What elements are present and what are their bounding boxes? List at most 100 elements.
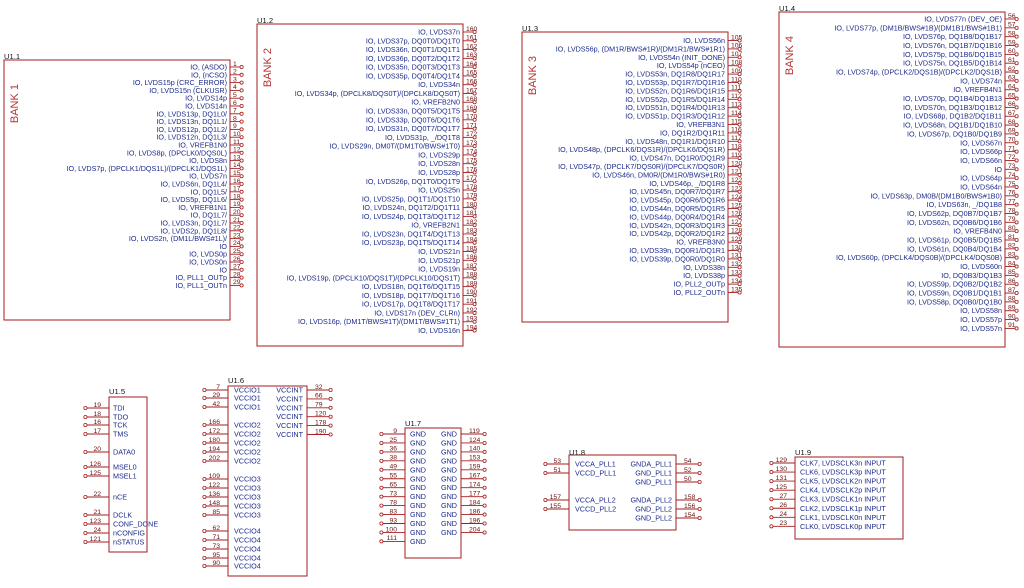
pin-118[interactable]: IO, LVDS48p, (DPCLK6/DQS1R)/(DPCLK6/DQS1… <box>558 144 742 155</box>
pin-8[interactable]: IO, LVDS13n, DQ1L1/8 <box>156 115 244 126</box>
pin-56[interactable]: IO, LVDS77n (DEV_OE)56 <box>924 13 1019 24</box>
pin-108[interactable]: IO, LVDS54p (nCEO)108 <box>657 60 743 71</box>
component-body[interactable] <box>568 454 677 531</box>
component-body[interactable] <box>3 59 231 321</box>
pin-192[interactable]: IO, LVDS17n (DEV_CLRn)192 <box>374 307 477 318</box>
pin-4[interactable]: IO, LVDS15n (CLKUSR)4 <box>149 84 244 95</box>
component-body[interactable] <box>227 385 308 577</box>
pin-107[interactable]: IO, LVDS54n (INIT_DONE)107 <box>638 51 742 62</box>
pin-106[interactable]: IO, LVDS56p, (DM1R/BWS#1R)/(DM1R1/BWS#1R… <box>556 43 743 54</box>
part-u1-7[interactable]: U1.7GND9GND25GND36GND38GND49GND55GND65GN… <box>379 419 487 559</box>
pin-10[interactable]: IO, LVDS12n, DQ1L3/10 <box>156 131 244 142</box>
pin-76[interactable]: IO, LVDS63p, DM0B/(DM1B0/BWS#1B0)76 <box>870 190 1019 201</box>
component-body[interactable] <box>404 427 462 559</box>
pin-2[interactable]: IO, (nCSO)2 <box>191 69 244 80</box>
pin-83[interactable]: IO, LVDS60p, (DPCLK4/DQS0B)/(DPCLK4/DQS0… <box>836 251 1019 262</box>
component-body[interactable] <box>778 11 1006 348</box>
pin-9[interactable]: IO, LVDS12p, DQ1L2/9 <box>156 123 244 134</box>
pin-3[interactable]: IO, LVDS15p (CRC_ERROR)3 <box>133 76 244 87</box>
pin-120[interactable]: IO, LVDS47p, (DPCLK7/DQS0R)/(DPCLK7/DQS0… <box>558 160 742 171</box>
pin-17[interactable]: IO, DQ1L5/17 <box>191 186 244 197</box>
